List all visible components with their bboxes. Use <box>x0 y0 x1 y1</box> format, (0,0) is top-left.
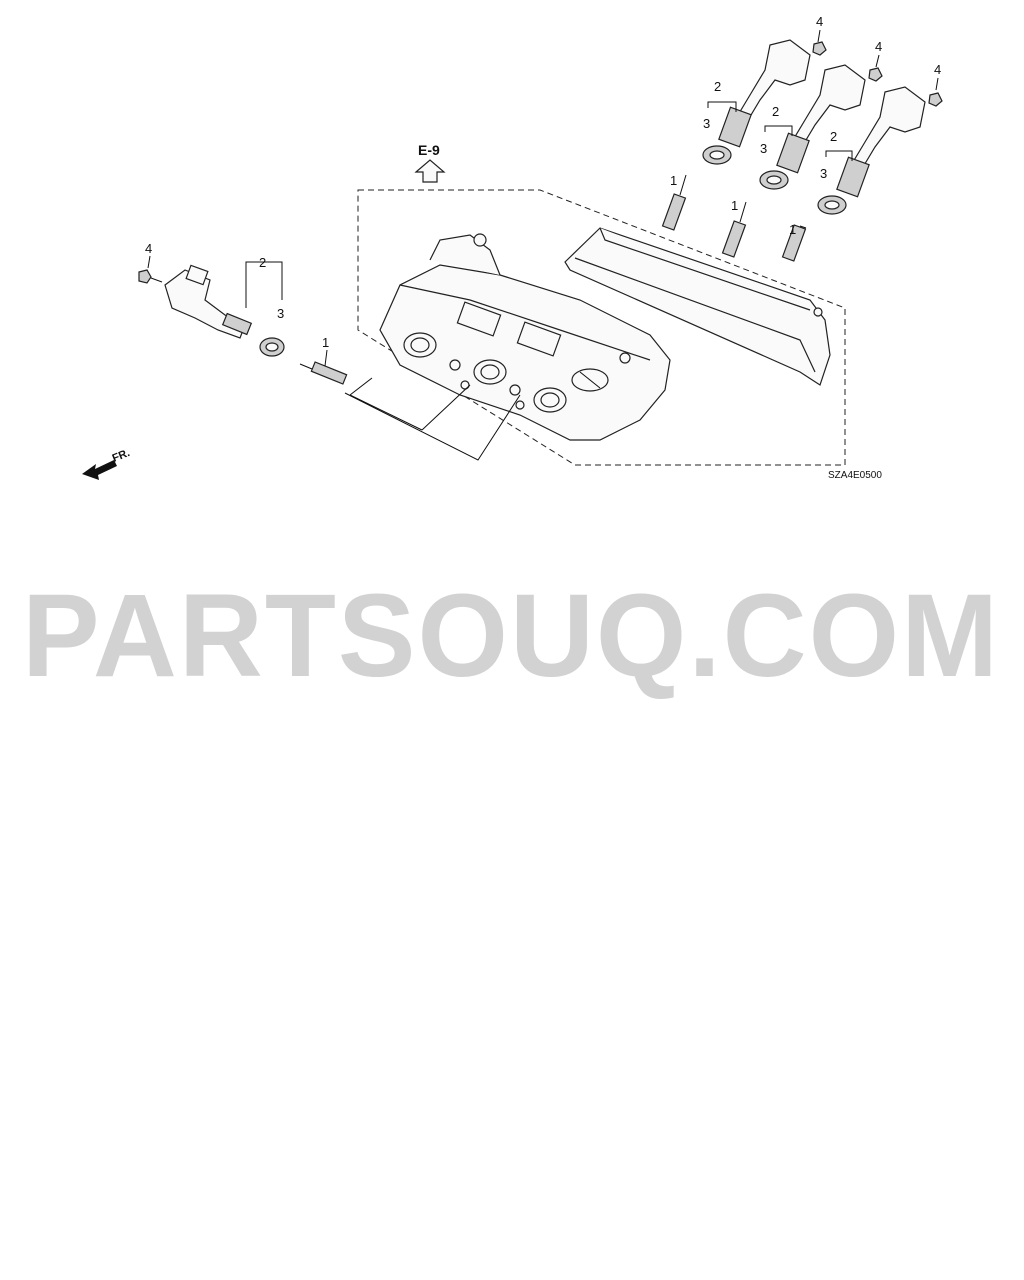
bolt-rear-1 <box>812 41 827 56</box>
callout-seal-rear-1: 3 <box>703 116 710 131</box>
spark-plug-rear-2 <box>721 201 747 258</box>
callout-coil-front: 2 <box>259 255 266 270</box>
coil-seal-rear-1 <box>702 145 732 165</box>
coil-seal-front <box>259 337 285 357</box>
callout-coil-rear-2: 2 <box>772 104 779 119</box>
reference-arrow-icon <box>414 159 446 183</box>
ignition-coil-rear-1 <box>718 39 811 148</box>
leader-lines-rear <box>147 29 939 367</box>
callout-seal-rear-2: 3 <box>760 141 767 156</box>
callout-plug-front: 1 <box>322 335 329 350</box>
spark-plug-rear-1 <box>661 174 687 231</box>
callout-coil-rear-3: 2 <box>830 129 837 144</box>
callout-bolt-rear-1: 4 <box>816 14 823 29</box>
callout-plug-rear-2: 1 <box>731 198 738 213</box>
bolt-rear-2 <box>868 67 883 82</box>
callout-bolt-rear-3: 4 <box>934 62 941 77</box>
cylinder-head-cover <box>379 233 671 441</box>
drawing-code: SZA4E0500 <box>828 470 882 481</box>
callout-seal-front: 3 <box>277 306 284 321</box>
bolt-rear-3 <box>928 92 943 107</box>
spark-plug-rear-3 <box>781 224 807 262</box>
callout-seal-rear-3: 3 <box>820 166 827 181</box>
cylinder-head-cover-rear <box>564 227 831 386</box>
reference-label: E-9 <box>418 142 440 158</box>
watermark: PARTSOUQ.COM <box>22 570 1000 702</box>
callout-plug-rear-3: 1 <box>789 222 796 237</box>
ignition-coil-rear-2 <box>776 64 866 174</box>
callout-plug-rear-1: 1 <box>670 173 677 188</box>
callout-coil-rear-1: 2 <box>714 79 721 94</box>
ignition-coil-rear-3 <box>836 86 926 198</box>
front-direction-arrow-icon <box>82 460 117 480</box>
callout-bolt-rear-2: 4 <box>875 39 882 54</box>
assembly-boundary <box>357 189 846 466</box>
callout-bolt-front: 4 <box>145 241 152 256</box>
ignition-coil-front <box>164 264 253 339</box>
bolt-front <box>138 269 163 284</box>
spark-plug-front <box>299 361 348 385</box>
leader-lines-front <box>344 377 521 461</box>
coil-seal-rear-3 <box>817 195 847 215</box>
coil-seal-rear-2 <box>759 170 789 190</box>
direction-label: FR. <box>111 447 132 465</box>
